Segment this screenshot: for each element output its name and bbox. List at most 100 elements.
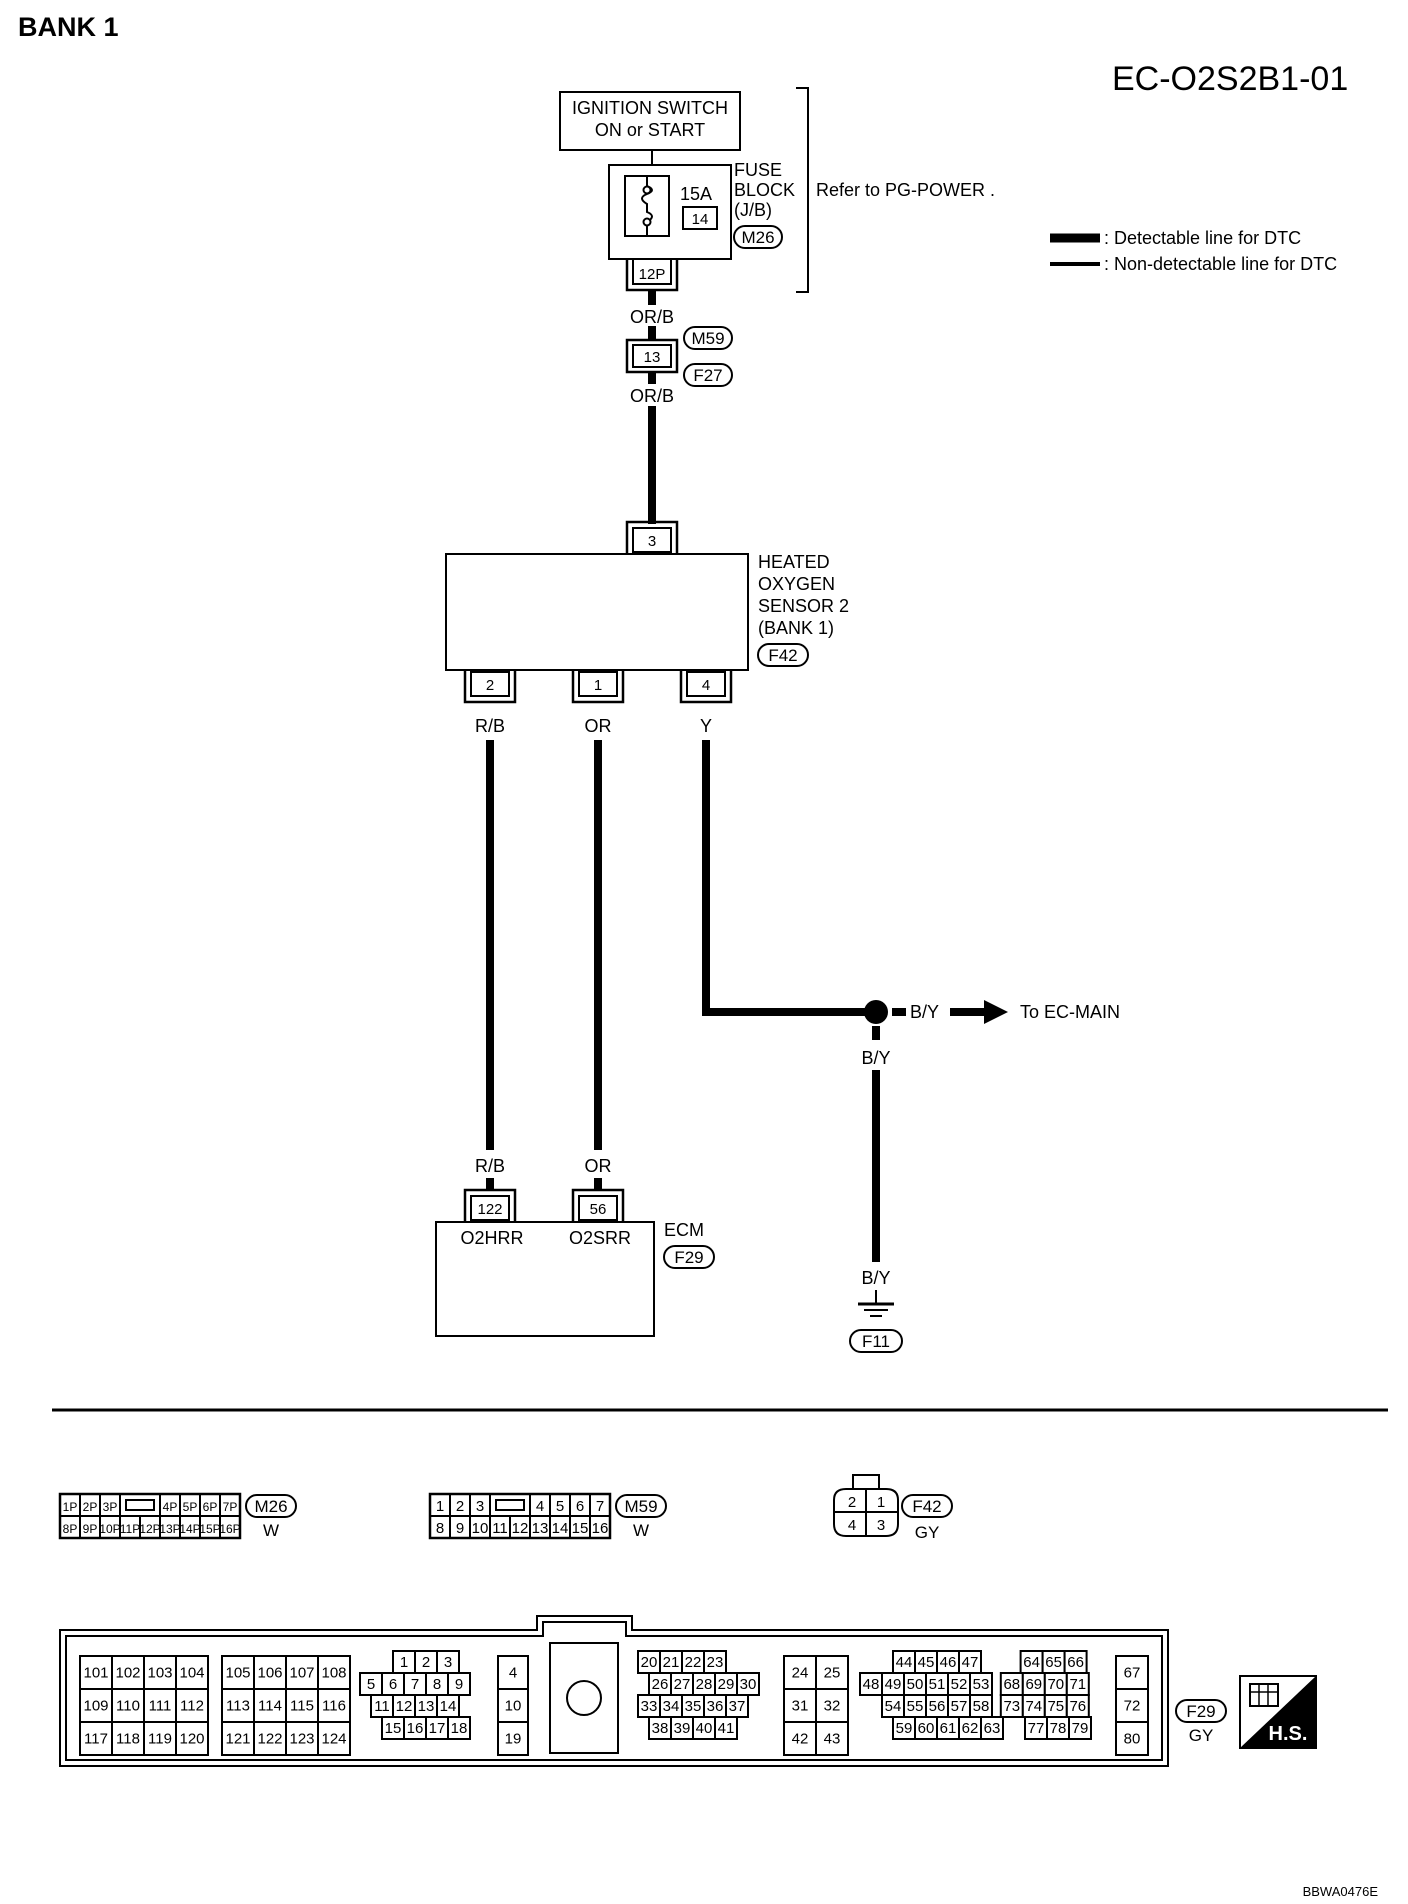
pin-m26-4P: 4P <box>163 1500 178 1514</box>
f29-pin-27: 27 <box>674 1676 691 1693</box>
wire-by-mid: B/Y <box>861 1048 890 1068</box>
f29-pin-42: 42 <box>792 1731 809 1748</box>
to-ec-main: To EC-MAIN <box>1020 1002 1120 1022</box>
f29-pin-59: 59 <box>896 1720 913 1737</box>
f29-pin-77: 77 <box>1028 1720 1045 1737</box>
ecm-term-b: O2SRR <box>569 1228 631 1248</box>
f29-pin-7: 7 <box>411 1676 419 1693</box>
f29-pin-63: 63 <box>984 1720 1001 1737</box>
f29-pin-74: 74 <box>1025 1698 1042 1715</box>
fuse-label-line3: (J/B) <box>734 200 772 220</box>
pin-m59-14: 14 <box>552 1520 569 1537</box>
f29-pin-117: 117 <box>84 1731 108 1748</box>
f29-pin-75: 75 <box>1047 1698 1064 1715</box>
f29-pin-120: 120 <box>179 1731 204 1748</box>
f29-pin-38: 38 <box>652 1720 669 1737</box>
ecm: 122 56 O2HRR O2SRR ECM F29 <box>435 1188 715 1337</box>
f29-pin-51: 51 <box>929 1676 946 1693</box>
pin-m59-3: 3 <box>476 1498 484 1515</box>
m26-id: M26 <box>254 1497 287 1516</box>
fuse-amp: 15A <box>680 184 712 204</box>
f29-pin-44: 44 <box>896 1654 913 1671</box>
f29-pin-115: 115 <box>290 1698 314 1715</box>
pin-m26-3P: 3P <box>103 1500 118 1514</box>
ecm-term-a: O2HRR <box>460 1228 523 1248</box>
f29-pin-80: 80 <box>1124 1731 1141 1748</box>
wire-by-ground: B/Y <box>861 1268 890 1288</box>
ignition-line2: ON or START <box>595 120 705 140</box>
f29-pin-4: 4 <box>509 1665 517 1682</box>
f29-pin-106: 106 <box>257 1665 282 1682</box>
f29-pin-10: 10 <box>505 1698 522 1715</box>
f29-pin-12: 12 <box>396 1698 413 1715</box>
f29-color: GY <box>1189 1726 1214 1745</box>
pin-m59-10: 10 <box>472 1520 489 1537</box>
pin-m26-11P: 11P <box>120 1522 140 1536</box>
f29-pin-14: 14 <box>440 1698 457 1715</box>
f29-pin-114: 114 <box>258 1698 282 1715</box>
f29-pin-3: 3 <box>444 1654 452 1671</box>
sensor-pin-top: 3 <box>648 533 656 550</box>
fuse-block: 15A 14 FUSE BLOCK (J/B) M26 12P <box>608 160 795 292</box>
ignition-line1: IGNITION SWITCH <box>572 98 728 118</box>
ecm-connector-hole <box>566 1680 602 1716</box>
pin-m26-8P: 8P <box>63 1522 78 1536</box>
fuse-connector-tag <box>733 225 783 249</box>
arrow-to-main <box>984 1000 1008 1024</box>
pin-m26-7P: 7P <box>223 1500 238 1514</box>
pin-m26-2P: 2P <box>83 1500 98 1514</box>
f29-pin-110: 110 <box>116 1698 140 1715</box>
footer-code: BBWA0476E <box>1303 1884 1379 1899</box>
f29-pin-113: 113 <box>226 1698 250 1715</box>
f29-pin-41: 41 <box>718 1720 735 1737</box>
pin-m59-5: 5 <box>556 1498 564 1515</box>
f29-pin-73: 73 <box>1003 1698 1020 1715</box>
f29-pin-21: 21 <box>663 1654 680 1671</box>
bank-title: BANK 1 <box>18 12 119 42</box>
f29-pin-36: 36 <box>707 1698 724 1715</box>
f29-pin-32: 32 <box>824 1698 841 1715</box>
f29-pin-26: 26 <box>652 1676 669 1693</box>
f29-pin-48: 48 <box>863 1676 880 1693</box>
wire-rb-bottom: R/B <box>475 1156 505 1176</box>
f29-pin-5: 5 <box>367 1676 375 1693</box>
hs-badge: H.S. <box>1239 1675 1317 1749</box>
pin-m59-7: 7 <box>596 1498 604 1515</box>
heated-oxygen-sensor: 3 HEATED OXYGEN SENSOR 2 (BANK 1) F42 2 … <box>445 520 849 704</box>
f42-pin-4: 4 <box>848 1517 856 1534</box>
f29-pin-111: 111 <box>149 1698 172 1715</box>
f29-pin-8: 8 <box>433 1676 441 1693</box>
pin-m59-9: 9 <box>456 1520 464 1537</box>
ecm-connector: F29 <box>674 1248 703 1267</box>
fuse-label-line2: BLOCK <box>734 180 795 200</box>
ecm-pin-a: 122 <box>477 1201 502 1218</box>
m59-color: W <box>633 1521 649 1540</box>
f29-pin-118: 118 <box>116 1731 140 1748</box>
f29-pin-116: 116 <box>322 1698 346 1715</box>
sensor-pin-b: 1 <box>594 677 602 694</box>
f29-pin-103: 103 <box>147 1665 172 1682</box>
f29-pin-124: 124 <box>321 1731 346 1748</box>
f29-pin-17: 17 <box>429 1720 446 1737</box>
f29-pin-50: 50 <box>907 1676 924 1693</box>
f29-pin-47: 47 <box>962 1654 979 1671</box>
pin-m59-4: 4 <box>536 1498 544 1515</box>
pin-m59-15: 15 <box>572 1520 589 1537</box>
fuse-refer: Refer to PG-POWER . <box>816 180 995 200</box>
f29-pin-22: 22 <box>685 1654 702 1671</box>
f29-pin-9: 9 <box>455 1676 463 1693</box>
f42-pin-2: 2 <box>848 1494 856 1511</box>
pin-m26-12P: 12P <box>139 1522 160 1536</box>
f29-pin-101: 101 <box>83 1665 108 1682</box>
m59-id: M59 <box>624 1497 657 1516</box>
f29-pin-119: 119 <box>148 1731 172 1748</box>
f29-pin-64: 64 <box>1023 1654 1040 1671</box>
f29-pin-29: 29 <box>718 1676 735 1693</box>
f29-pin-31: 31 <box>792 1698 809 1715</box>
f29-pin-39: 39 <box>674 1720 691 1737</box>
